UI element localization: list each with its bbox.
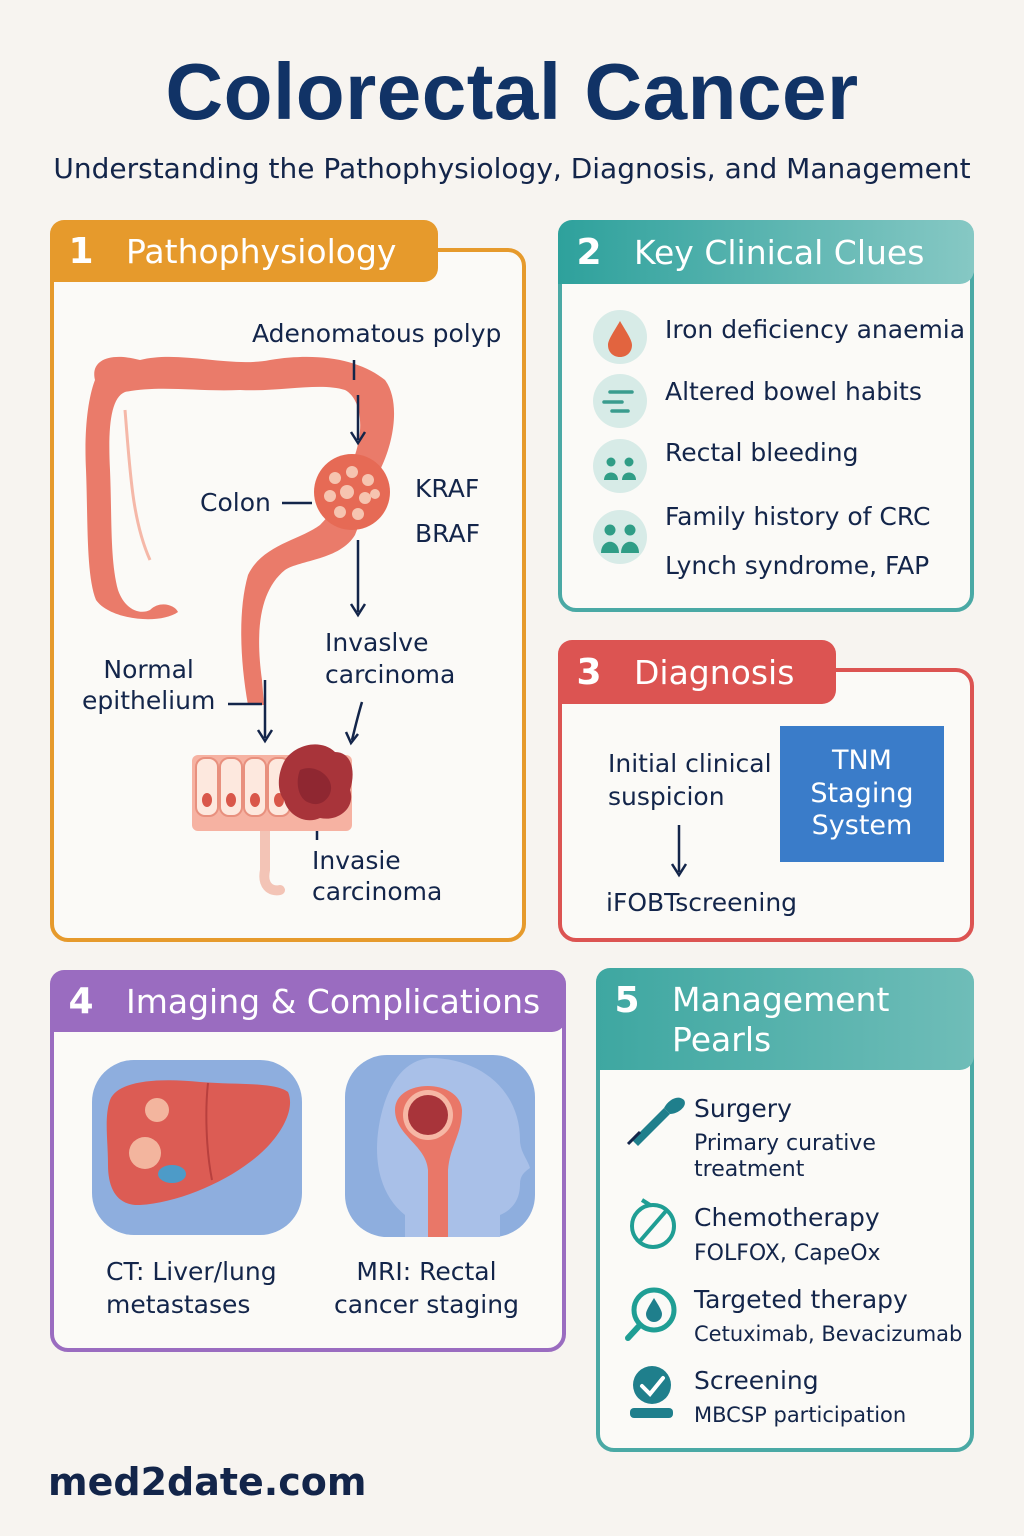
clue-item: Family history of CRC [665, 502, 931, 531]
initial-suspicion: Initial clinical suspicion [608, 749, 772, 811]
diagnosis-tab: 3 Diagnosis [558, 640, 836, 704]
clinical-clues-tab: 2 Key Clinical Clues [558, 220, 974, 284]
target-icon [625, 1287, 677, 1341]
tnm-staging-label: TNM Staging System [810, 745, 914, 842]
page-title: Colorectal Cancer [165, 47, 859, 136]
management-item-title: Surgery [694, 1094, 792, 1123]
pill-icon [630, 1198, 676, 1249]
pathophysiology-tab: 1 Pathophysiology [50, 220, 438, 282]
section-title: Management Pearls [672, 980, 890, 1060]
ifobt-screening: iFOBTscreening [606, 888, 798, 917]
management-item-detail: MBCSP participation [694, 1403, 907, 1427]
ct-caption: CT: Liver/lung metastases [106, 1257, 277, 1319]
scalpel-icon [626, 1097, 685, 1146]
section-number: 4 [68, 980, 94, 1022]
lines-icon [602, 390, 634, 413]
label-invasive-carcinoma-1: Invaslve carcinoma [325, 628, 456, 689]
management-item-title: Targeted therapy [694, 1285, 908, 1314]
blood-drop-icon [608, 321, 632, 357]
section-title: Diagnosis [634, 652, 795, 692]
section-title: Pathophysiology [126, 231, 397, 271]
section-number: 5 [614, 980, 640, 1021]
clue-extra: Lynch syndrome, FAP [665, 551, 930, 580]
people-icon [604, 457, 636, 480]
label-colon: Colon [200, 488, 271, 517]
label-kraf: KRAF [415, 474, 480, 503]
section-number: 3 [576, 651, 602, 693]
label-braf: BRAF [415, 519, 480, 548]
imaging-tab: 4 Imaging & Complications [50, 970, 566, 1032]
label-adenomatous-polyp: Adenomatous polyp [252, 319, 502, 348]
section-title: Key Clinical Clues [634, 232, 925, 272]
management-tab: 5 Management Pearls [596, 968, 974, 1070]
section-title: Imaging & Complications [126, 981, 541, 1021]
tumor-icon [408, 1095, 448, 1135]
section-number: 2 [576, 231, 602, 273]
management-item-detail: Cetuximab, Bevacizumab [694, 1322, 963, 1346]
mri-caption: MRI: Rectal cancer staging [334, 1257, 519, 1319]
management-item-title: Screening [694, 1366, 819, 1395]
management-item-detail: FOLFOX, CapeOx [694, 1241, 881, 1266]
section-number: 1 [68, 230, 94, 272]
tnm-staging-box: TNM Staging System [780, 726, 944, 862]
clue-item: Rectal bleeding [665, 438, 859, 467]
colon-shape [85, 356, 395, 705]
management-item-detail: Primary curative treatment [694, 1131, 876, 1183]
label-invasive-carcinoma-2: Invasie carcinoma [312, 846, 443, 907]
management-item-title: Chemotherapy [694, 1203, 880, 1232]
clue-item: Iron deficiency anaemia [665, 315, 966, 344]
clue-item: Altered bowel habits [665, 377, 922, 406]
people-icon [601, 524, 639, 553]
label-normal-epithelium: Normal epithelium [82, 655, 216, 715]
site-link[interactable]: med2date.com [48, 1460, 367, 1504]
page-subtitle: Understanding the Pathophysiology, Diagn… [53, 152, 971, 185]
check-badge-icon [630, 1366, 673, 1418]
